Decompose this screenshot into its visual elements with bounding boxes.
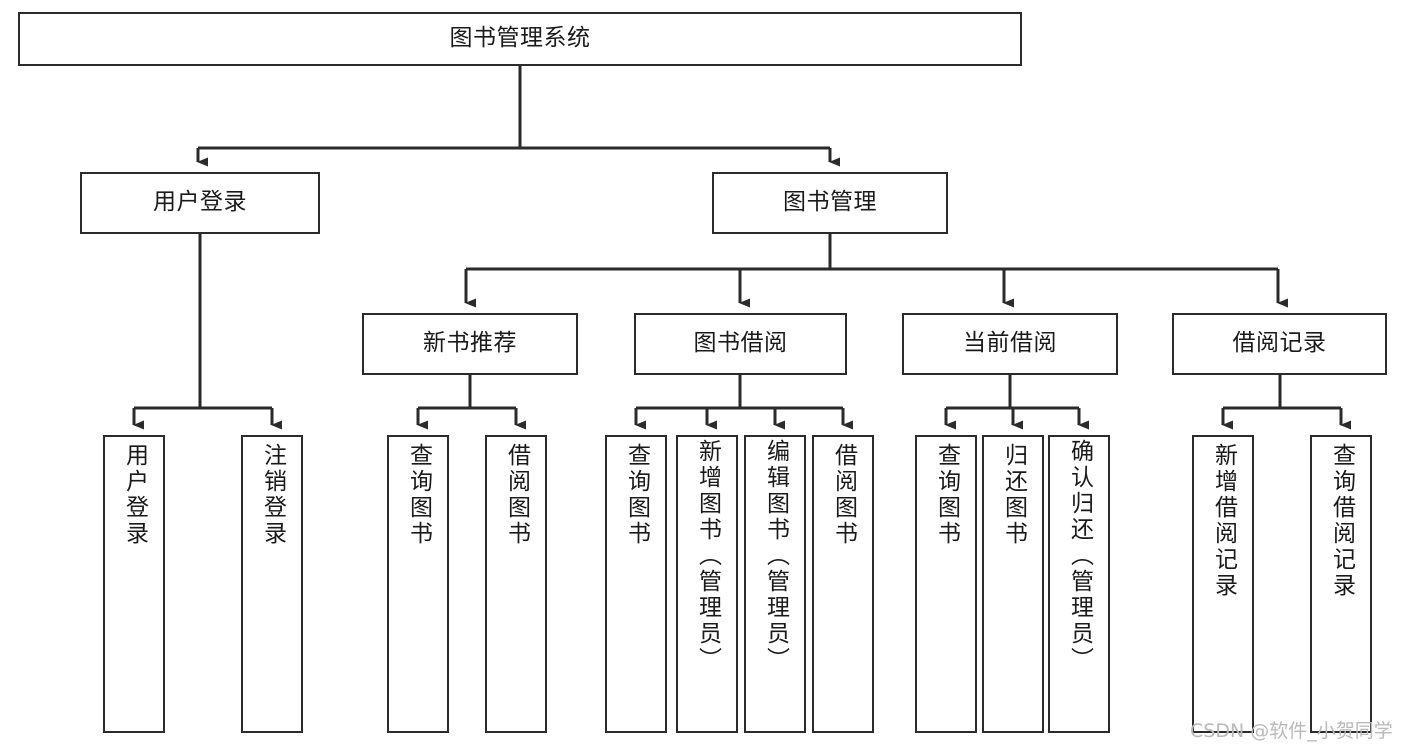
node-root[interactable]: 图书管理系统 (18, 12, 1022, 66)
leaf-confirm-return-admin[interactable]: 确认归还（管理员） (1048, 435, 1110, 733)
node-book-management[interactable]: 图书管理 (712, 172, 948, 234)
leaf-new-borrow-book-label: 借阅图书 (503, 443, 530, 547)
leaf-return-book-label: 归还图书 (1000, 443, 1027, 547)
node-borrow-records[interactable]: 借阅记录 (1172, 313, 1387, 375)
leaf-user-login-label: 用户登录 (121, 443, 148, 547)
node-new-book-recommend-label: 新书推荐 (423, 330, 517, 357)
node-current-borrow[interactable]: 当前借阅 (902, 313, 1118, 375)
node-current-borrow-label: 当前借阅 (963, 330, 1057, 357)
leaf-borrow-book[interactable]: 借阅图书 (812, 435, 874, 733)
leaf-new-borrow-book[interactable]: 借阅图书 (485, 435, 547, 733)
leaf-borrow-query-book[interactable]: 查询图书 (605, 435, 667, 733)
leaf-add-borrow-record-label: 新增借阅记录 (1210, 443, 1237, 599)
leaf-logout[interactable]: 注销登录 (241, 435, 303, 733)
leaf-user-login[interactable]: 用户登录 (103, 435, 165, 733)
leaf-new-query-book-label: 查询图书 (405, 443, 432, 547)
leaf-return-book[interactable]: 归还图书 (982, 435, 1044, 733)
leaf-current-query-book-label: 查询图书 (933, 443, 960, 547)
node-root-label: 图书管理系统 (449, 25, 591, 52)
leaf-add-borrow-record[interactable]: 新增借阅记录 (1192, 435, 1254, 733)
node-book-borrow[interactable]: 图书借阅 (634, 313, 847, 375)
leaf-query-borrow-record-label: 查询借阅记录 (1328, 443, 1355, 599)
csdn-watermark: CSDN @软件_小贺同学 (1190, 720, 1393, 742)
leaf-logout-label: 注销登录 (259, 443, 286, 547)
leaf-new-query-book[interactable]: 查询图书 (387, 435, 449, 733)
node-borrow-records-label: 借阅记录 (1232, 330, 1327, 357)
leaf-edit-book-admin-label: 编辑图书（管理员） (762, 439, 789, 673)
leaf-add-book-admin[interactable]: 新增图书（管理员） (676, 435, 738, 733)
node-user-login-label: 用户登录 (153, 189, 247, 216)
leaf-add-book-admin-label: 新增图书（管理员） (694, 439, 721, 673)
leaf-query-borrow-record[interactable]: 查询借阅记录 (1310, 435, 1372, 733)
leaf-current-query-book[interactable]: 查询图书 (915, 435, 977, 733)
leaf-edit-book-admin[interactable]: 编辑图书（管理员） (744, 435, 806, 733)
leaf-borrow-query-book-label: 查询图书 (623, 443, 650, 547)
leaf-borrow-book-label: 借阅图书 (830, 443, 857, 547)
node-user-login[interactable]: 用户登录 (80, 172, 320, 234)
node-book-management-label: 图书管理 (783, 189, 877, 216)
leaf-confirm-return-admin-label: 确认归还（管理员） (1066, 439, 1093, 673)
node-book-borrow-label: 图书借阅 (693, 330, 788, 357)
node-new-book-recommend[interactable]: 新书推荐 (362, 313, 578, 375)
